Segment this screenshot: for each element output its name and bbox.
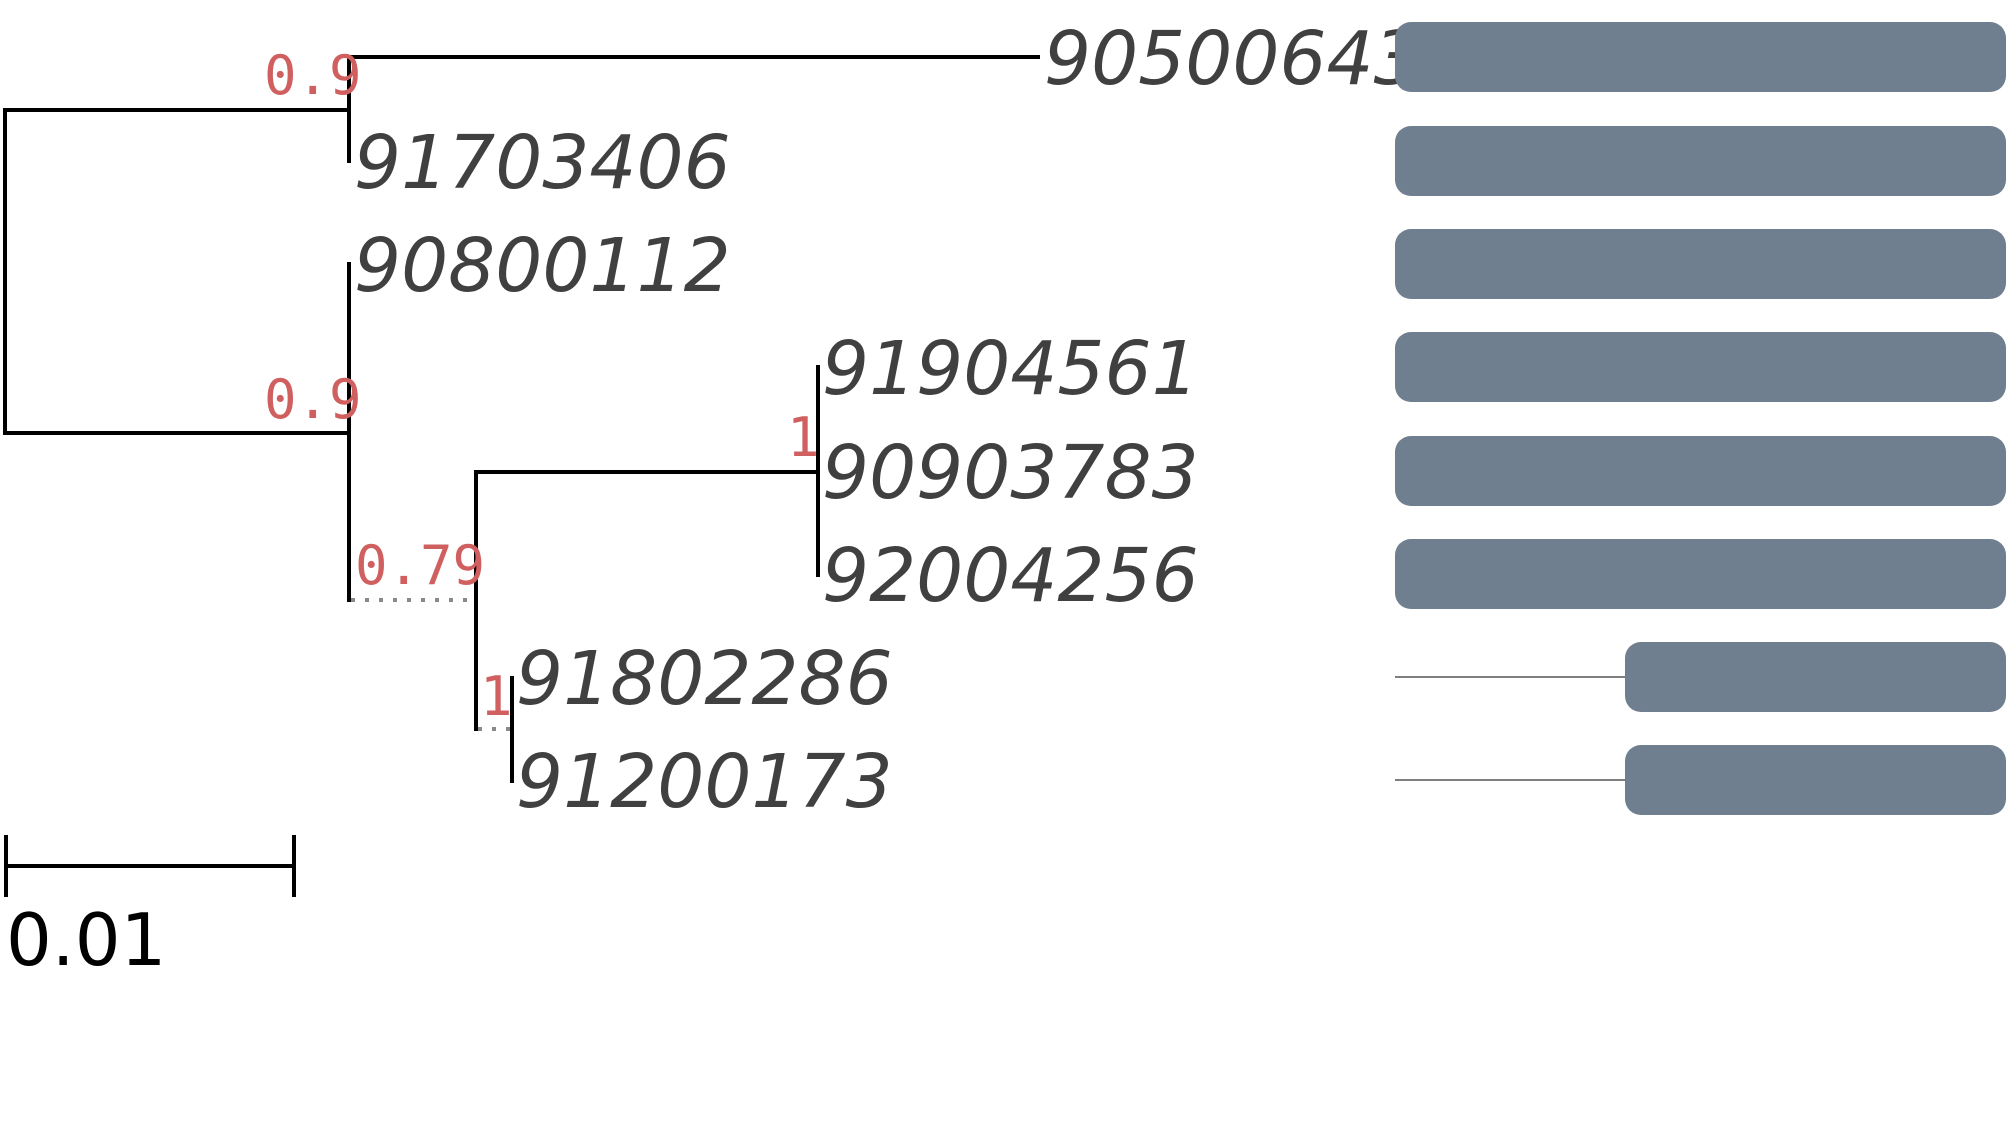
domain-bar: [1625, 642, 2006, 712]
leaf-label: 90903783: [822, 430, 1199, 516]
support-value: 0.9: [264, 44, 362, 107]
tree-branches: [3, 55, 1040, 783]
domain-bar: [1395, 22, 2006, 92]
leaf-labels: 90500643 91703406 90800112 91904561 9090…: [354, 16, 1421, 825]
support-value: 0.9: [264, 368, 362, 431]
domain-bars: [1395, 22, 2006, 815]
leaf-label: 91904561: [822, 326, 1199, 412]
scale-bar-label: 0.01: [6, 898, 166, 982]
support-value: 0.79: [355, 534, 485, 597]
leaf-label: 90500643: [1044, 16, 1421, 102]
domain-bar: [1395, 126, 2006, 196]
domain-bar: [1395, 332, 2006, 402]
support-value: 1: [480, 665, 513, 728]
leaf-label: 90800112: [354, 223, 731, 309]
domain-bar: [1625, 745, 2006, 815]
support-value: 1: [787, 406, 820, 469]
domain-bar: [1395, 229, 2006, 299]
domain-bar: [1395, 539, 2006, 609]
leaf-label: 91200173: [516, 739, 893, 825]
scale-bar: 0.01: [4, 835, 296, 982]
leaf-label: 91802286: [516, 636, 893, 722]
leaf-label: 91703406: [354, 120, 731, 206]
leaf-label: 92004256: [822, 533, 1199, 619]
support-values: 0.9 0.9 0.79 1 1: [264, 44, 820, 728]
domain-bar: [1395, 436, 2006, 506]
